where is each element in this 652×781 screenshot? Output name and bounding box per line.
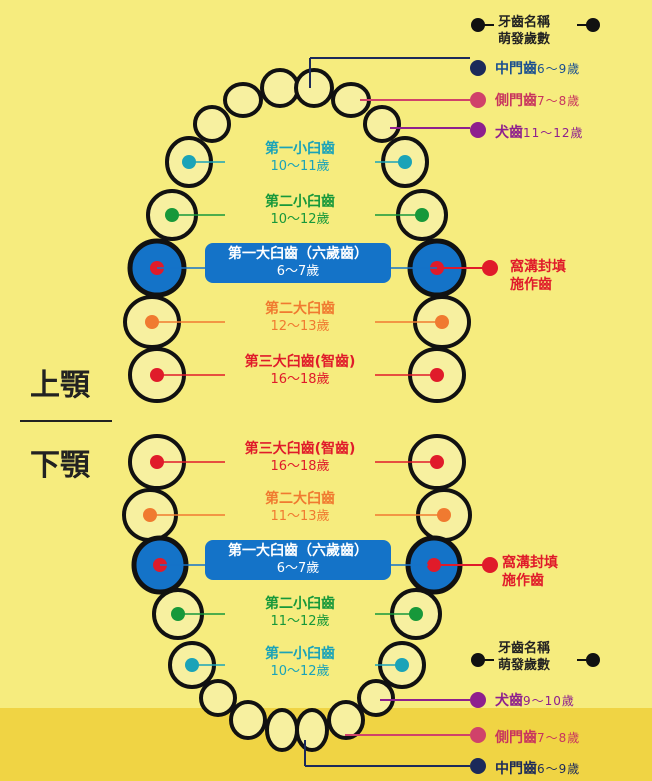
upper-tooth-canine (193, 105, 231, 143)
leader-dot (470, 758, 486, 774)
upper-m3-label: 第三大臼齒(智齒)16～18歲 (244, 354, 356, 387)
lower-tooth-lateral (327, 700, 365, 740)
upper-lateral-label: 側門齒7～8歲 (495, 93, 581, 109)
upper-tooth-central (260, 68, 300, 108)
leader-dot (470, 60, 486, 76)
lower-tooth-central (265, 708, 299, 752)
legend-subtitle: 萌發歲數 (498, 658, 551, 673)
jaw-divider (20, 420, 112, 422)
leader-dot (470, 122, 486, 138)
lower-central-label: 中門齒6～9歲 (495, 761, 581, 777)
lower-tooth-central (295, 708, 329, 752)
upper-jaw-label: 上顎 (30, 368, 90, 403)
legend-subtitle: 萌發歲數 (498, 32, 551, 47)
lower-canine-label: 犬齒9～10歲 (495, 693, 575, 709)
legend-title: 牙齒名稱 (498, 641, 551, 656)
legend-upper: 牙齒名稱萌發歲數 (498, 14, 550, 48)
lower-m3-label: 第三大臼齒(智齒)16～18歲 (244, 441, 356, 474)
leader-dot (470, 692, 486, 708)
leader-dot (470, 92, 486, 108)
upper-canine-label: 犬齒11～12歲 (495, 125, 584, 141)
legend-lower: 牙齒名稱萌發歲數 (498, 640, 550, 674)
upper-m1-label: 第一大臼齒（六歲齒）6～7歲 (205, 243, 391, 283)
upper-central-label: 中門齒6～9歲 (495, 61, 581, 77)
upper-tooth-lateral (223, 82, 263, 118)
lower-tooth-lateral (229, 700, 267, 740)
lower-tooth-canine (199, 679, 237, 717)
lower-m1-label: 第一大臼齒（六歲齒）6～7歲 (205, 540, 391, 580)
upper-tooth-canine (363, 105, 401, 143)
leader-dot (482, 260, 498, 276)
leader-dot (470, 727, 486, 743)
lower-jaw-label: 下顎 (30, 448, 90, 483)
upper-tooth-central (294, 68, 334, 108)
legend-title: 牙齒名稱 (498, 15, 551, 30)
sealant-label-upper: 窩溝封填施作齒 (510, 259, 566, 293)
lower-lateral-label: 側門齒7～8歲 (495, 730, 581, 746)
leader-dot (482, 557, 498, 573)
lower-tooth-canine (357, 679, 395, 717)
sealant-label-lower: 窩溝封填施作齒 (502, 555, 558, 589)
